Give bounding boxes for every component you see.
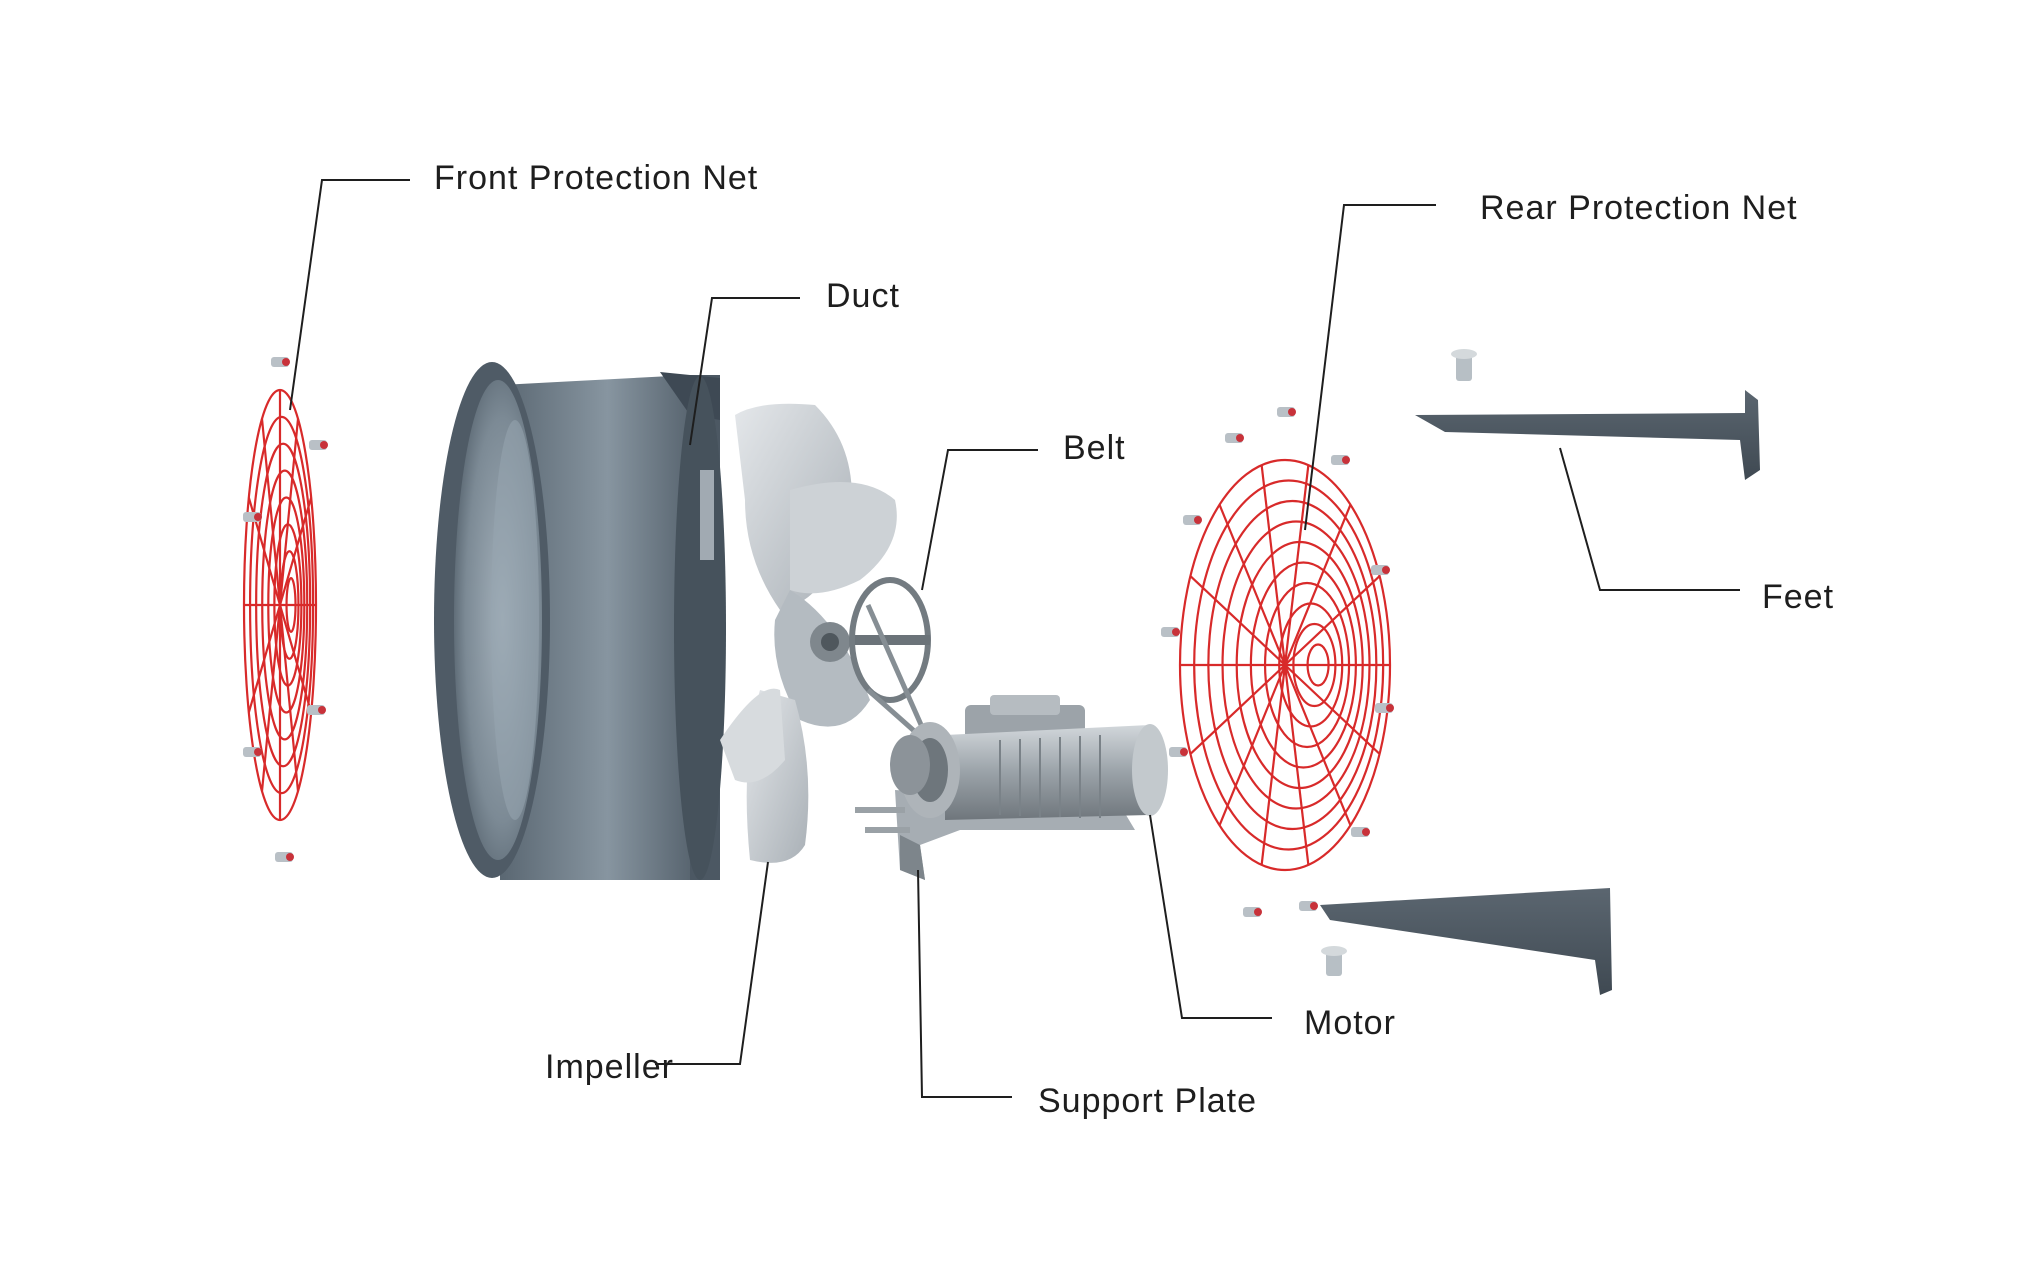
net-bolt-icon	[1183, 515, 1202, 525]
label-belt: Belt	[1063, 429, 1126, 467]
rear-protection-net-part	[1161, 407, 1394, 917]
net-bolt-icon	[1225, 433, 1244, 443]
belt-part	[849, 577, 933, 747]
net-bolt-icon	[1277, 407, 1296, 417]
leader-rear-protection-net	[1304, 204, 1436, 531]
net-bolt-icon	[243, 512, 262, 522]
label-feet: Feet	[1762, 578, 1835, 616]
net-bolt-icon	[1169, 747, 1188, 757]
label-duct: Duct	[826, 277, 900, 315]
net-bolt-icon	[1161, 627, 1180, 637]
label-support-plate: Support Plate	[1038, 1082, 1258, 1120]
leader-front-protection-net	[289, 179, 410, 411]
leader-feet	[1559, 447, 1740, 591]
feet-part	[1320, 349, 1760, 995]
bolt-icon	[1321, 946, 1347, 976]
net-bolt-icon	[1243, 907, 1262, 917]
label-motor: Motor	[1304, 1004, 1396, 1042]
net-bolt-icon	[1371, 565, 1390, 575]
net-bolt-icon	[307, 705, 326, 715]
bolt-icon	[1451, 349, 1477, 381]
leader-lines	[289, 179, 1740, 1098]
label-rear-protection-net: Rear Protection Net	[1480, 189, 1798, 227]
front-protection-net-part	[242, 357, 328, 862]
net-bolt-icon	[1375, 703, 1394, 713]
net-bolt-icon	[1331, 455, 1350, 465]
leader-belt	[921, 449, 1038, 591]
net-bolt-icon	[1299, 901, 1318, 911]
label-front-protection-net: Front Protection Net	[434, 159, 759, 197]
impeller-part	[720, 403, 897, 863]
motor-part	[890, 695, 1168, 820]
net-bolt-icon	[309, 440, 328, 450]
net-bolt-icon	[243, 747, 262, 757]
leader-support-plate	[917, 869, 1012, 1098]
label-impeller: Impeller	[545, 1048, 674, 1086]
net-bolt-icon	[1351, 827, 1370, 837]
leader-motor	[1149, 814, 1272, 1019]
net-bolt-icon	[271, 357, 290, 367]
duct-part	[434, 362, 726, 880]
leader-duct	[689, 297, 800, 446]
net-bolt-icon	[275, 852, 294, 862]
leader-impeller	[655, 861, 769, 1065]
